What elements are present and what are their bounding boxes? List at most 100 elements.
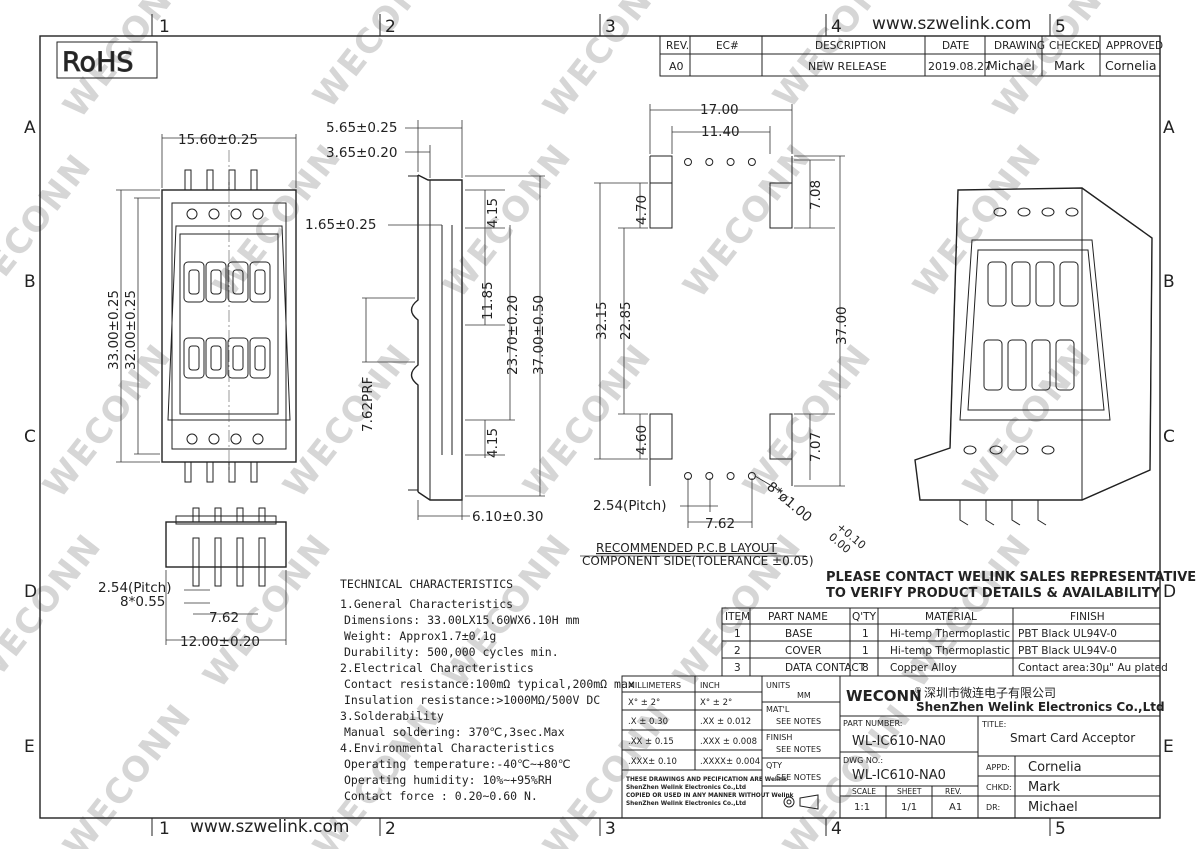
bottom-pin-top [192,507,200,523]
iso-hole-bottom [1041,445,1055,455]
tb-disclaimer-2: ShenZhen Welink Electronics Co.,Ltd [626,785,746,791]
website-bottom: www.szwelink.com [190,817,349,837]
zone-row-a: A [24,118,36,138]
front-hole-top [186,208,198,220]
tb-company-en: ShenZhen Welink Electronics Co.,Ltd [916,700,1165,714]
watermark-text: WECONN [56,696,200,849]
rev-header-rev: REV. [666,40,689,52]
tb-title: Smart Card Acceptor [1010,731,1135,745]
iso-hole-top [1065,207,1079,217]
pcb-hole-top [684,158,692,166]
bottom-view [165,507,287,587]
front-hole-top [252,208,264,220]
front-contact-lower-inner [232,345,244,371]
bottom-pin-leg [214,537,222,587]
iso-contact-lower [1007,339,1027,391]
front-contact-upper-inner [254,269,266,295]
pcb-caption-line1: RECOMMENDED P.C.B LAYOUT [596,541,777,555]
bottom-dimensions: 2.54(Pitch) 8*0.55 7.62 12.00±0.20 [98,570,287,650]
rev-value-date: 2019.08.27 [928,60,991,73]
pcb-hole-bottom [705,472,714,480]
tb-matl-label: MAT'L [766,705,790,714]
iso-pin [1037,500,1047,526]
front-pin-bottom [206,461,214,483]
front-contact-lower [249,337,271,379]
tech-line: 4.Environmental Characteristics [340,741,555,755]
tb-disclaimer-1: THESE DRAWINGS AND PECIFICATION ARE Weli… [626,777,787,783]
bom-cell: PBT Black UL94V-0 [1018,645,1117,657]
front-pin-bottom [250,461,258,483]
iso-hole-top [1041,207,1055,217]
dim-pcb-f: 4.60 [634,425,650,455]
bom-cell: 1 [734,628,741,640]
tb-chkd-label: CHKD: [986,783,1012,792]
zone-col-1: 1 [159,17,170,37]
tb-tol-in-2: .XXX ± 0.008 [700,737,757,747]
bottom-pin-top [214,507,222,523]
iso-contact-upper [1059,261,1079,307]
tb-mm-label: MILLIMETERS [628,681,681,690]
side-dimensions: 5.65±0.25 3.65±0.20 1.65±0.25 4.15 11.85… [305,120,547,525]
watermark-text: WECONN [306,0,450,116]
front-contact-lower-inner [254,345,266,371]
bom-header-part: PART NAME [768,611,828,623]
tb-dr-label: DR: [986,803,1000,812]
front-pin-top [206,169,214,191]
front-contact-upper-inner [210,269,222,295]
dim-side-a: 5.65±0.25 [326,120,397,136]
isometric-view [914,187,1153,526]
iso-pin [959,500,969,526]
tb-ang-mm: X° ± 2° [628,698,660,708]
bom-header-qty: Q'TY [852,611,877,623]
dim-pcb-b: 7.08 [808,180,824,210]
bom-cell: Contact area:30μ" Au plated [1018,662,1168,674]
bottom-pin-leg [192,537,200,587]
bom-cell: Copper Alloy [890,662,957,674]
dim-front-h1: 33.00±0.25 [106,290,122,370]
tb-finish-label: FINISH [766,733,792,742]
tech-line: 1.General Characteristics [340,597,513,611]
dim-bottom-b: 12.00±0.20 [180,634,260,650]
contact-note-line2: TO VERIFY PRODUCT DETAILS & AVAILABILITY [826,586,1161,601]
tb-inch-label: INCH [700,681,720,690]
rev-value-rev: A0 [669,60,684,73]
bom-cell: PBT Black UL94V-0 [1018,628,1117,640]
front-contact-upper [249,261,271,303]
tb-matl-see-notes: SEE NOTES [776,717,821,726]
front-contact-lower [227,337,249,379]
iso-contact-lower [983,339,1003,391]
dim-side-g: 37.00±0.50 [531,295,547,375]
dim-side-h: 4.15 [485,428,501,458]
watermark-text: WECONN [906,136,1050,305]
pcb-caption-line2: COMPONENT SIDE(TOLERANCE ±0.05) [582,554,814,568]
iso-hole-top [993,207,1007,217]
iso-hole-bottom [1015,445,1029,455]
dim-pcb-pitch: 2.54(Pitch) [593,498,666,514]
tb-dwg-no: WL-IC610-NA0 [852,768,946,783]
tb-rev-label: REV. [945,787,962,796]
zone-markers: 1 2 3 4 5 1 2 3 4 5 A B C D E A B C D E [24,14,1176,839]
pcb-hole-bottom [726,472,735,480]
front-pin-bottom [184,461,192,483]
front-view [161,150,297,483]
dim-pcb-c: 32.15 [594,301,610,340]
front-pin-bottom [228,461,236,483]
tech-line: Operating humidity: 10%~+95%RH [344,773,552,787]
zone-row-b: B [24,272,36,292]
tb-title-label: TITLE: [981,720,1006,729]
tech-line: 3.Solderability [340,709,444,723]
contact-note-line1: PLEASE CONTACT WELINK SALES REPRESENTATI… [826,570,1196,585]
rev-header-ec: EC# [716,40,739,52]
iso-hole-bottom [989,445,1003,455]
zone-col-5-bottom: 5 [1055,819,1066,839]
front-contact-upper-inner [232,269,244,295]
tb-brand-logo: WECONN [846,687,922,705]
dim-side-b: 3.65±0.20 [326,145,397,161]
iso-hole-top [1017,207,1031,217]
rev-header-checked: CHECKED [1049,40,1100,52]
tb-units-label: UNITS [766,681,790,690]
title-block: MILLIMETERS INCH X° ± 2° X° ± 2° .X ± 0.… [621,675,1165,819]
front-contact-lower-inner [188,345,200,371]
front-pin-top [184,169,192,191]
